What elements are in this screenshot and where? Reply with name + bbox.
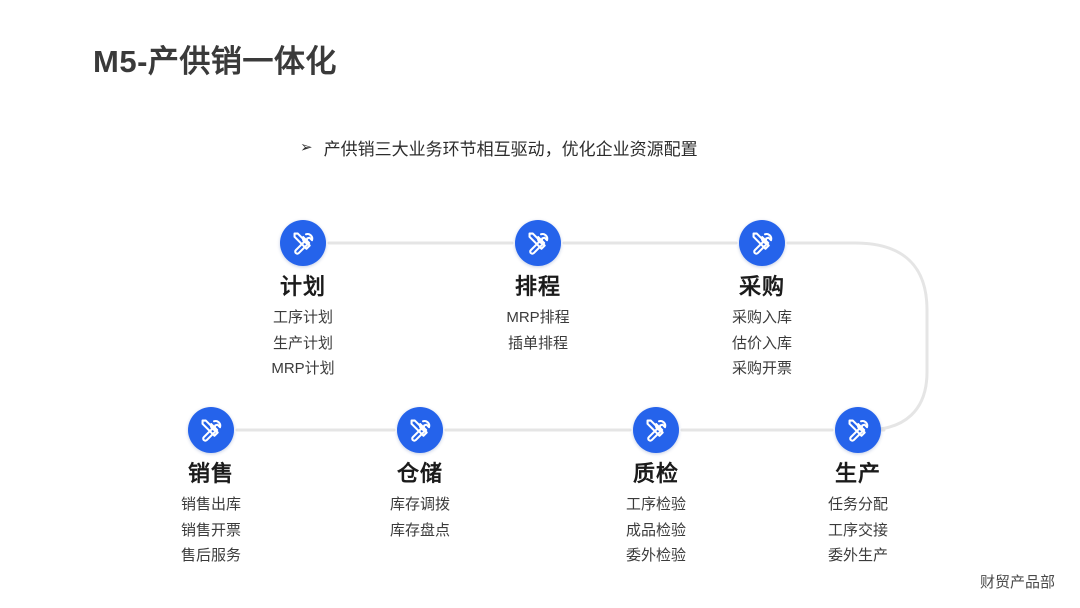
flow-node-title: 销售 bbox=[187, 461, 234, 486]
flow-node-item: 成品检验 bbox=[625, 521, 686, 539]
arrow-bullet-icon: ➢ bbox=[300, 139, 313, 156]
page-title: M5-产供销一体化 bbox=[93, 44, 337, 79]
flow-node-item: MRP排程 bbox=[506, 309, 570, 327]
subtitle-row: ➢ 产供销三大业务环节相互驱动，优化企业资源配置 bbox=[300, 135, 698, 160]
flow-node-items: 工序检验 成品检验 委外检验 bbox=[556, 494, 756, 566]
flow-node-title: 计划 bbox=[279, 274, 326, 299]
flow-node-scheduling[interactable]: 排程 MRP排程 插单排程 bbox=[438, 220, 638, 354]
tools-icon bbox=[397, 407, 443, 453]
flow-node-items: 采购入库 估价入库 采购开票 bbox=[662, 307, 862, 379]
flow-node-item: 售后服务 bbox=[180, 546, 241, 564]
tools-icon bbox=[188, 407, 234, 453]
flow-node-item: 生产计划 bbox=[272, 334, 333, 352]
flow-node-purchasing[interactable]: 采购 采购入库 估价入库 采购开票 bbox=[662, 220, 862, 379]
flow-node-item: 插单排程 bbox=[507, 334, 568, 352]
flow-node-item: 工序计划 bbox=[272, 309, 333, 327]
flow-node-item: 工序交接 bbox=[827, 521, 888, 539]
flow-node-item: 委外检验 bbox=[625, 546, 686, 564]
flow-node-item: 委外生产 bbox=[827, 546, 888, 564]
tools-icon bbox=[633, 407, 679, 453]
tools-icon bbox=[835, 407, 881, 453]
flow-node-items: 库存调拨 库存盘点 bbox=[320, 494, 520, 541]
tools-icon bbox=[280, 220, 326, 266]
subtitle-text: 产供销三大业务环节相互驱动，优化企业资源配置 bbox=[323, 140, 698, 159]
flow-node-items: 任务分配 工序交接 委外生产 bbox=[758, 494, 958, 566]
flow-node-item: 采购开票 bbox=[731, 359, 792, 377]
flow-node-title: 仓储 bbox=[396, 461, 443, 486]
flow-node-item: 工序检验 bbox=[625, 496, 686, 514]
flow-node-warehouse[interactable]: 仓储 库存调拨 库存盘点 bbox=[320, 407, 520, 541]
flow-node-item: MRP计划 bbox=[271, 359, 335, 377]
flow-node-title: 采购 bbox=[738, 274, 785, 299]
footer-department-label: 财贸产品部 bbox=[979, 574, 1055, 591]
flow-node-item: 销售开票 bbox=[180, 521, 241, 539]
flow-node-sales[interactable]: 销售 销售出库 销售开票 售后服务 bbox=[111, 407, 311, 566]
tools-icon bbox=[515, 220, 561, 266]
flow-node-items: MRP排程 插单排程 bbox=[438, 307, 638, 354]
flow-node-title: 生产 bbox=[834, 461, 881, 486]
flow-node-item: 采购入库 bbox=[731, 309, 792, 327]
flow-node-items: 工序计划 生产计划 MRP计划 bbox=[203, 307, 403, 379]
tools-icon bbox=[739, 220, 785, 266]
flow-node-quality[interactable]: 质检 工序检验 成品检验 委外检验 bbox=[556, 407, 756, 566]
flow-node-production[interactable]: 生产 任务分配 工序交接 委外生产 bbox=[758, 407, 958, 566]
flow-node-item: 库存调拨 bbox=[389, 496, 450, 514]
flow-node-item: 销售出库 bbox=[180, 496, 241, 514]
flow-node-title: 质检 bbox=[632, 461, 679, 486]
flow-node-plan[interactable]: 计划 工序计划 生产计划 MRP计划 bbox=[203, 220, 403, 379]
flow-node-item: 估价入库 bbox=[731, 334, 792, 352]
flow-node-items: 销售出库 销售开票 售后服务 bbox=[111, 494, 311, 566]
flow-node-item: 库存盘点 bbox=[389, 521, 450, 539]
flow-node-title: 排程 bbox=[514, 274, 561, 299]
flow-node-item: 任务分配 bbox=[827, 496, 888, 514]
